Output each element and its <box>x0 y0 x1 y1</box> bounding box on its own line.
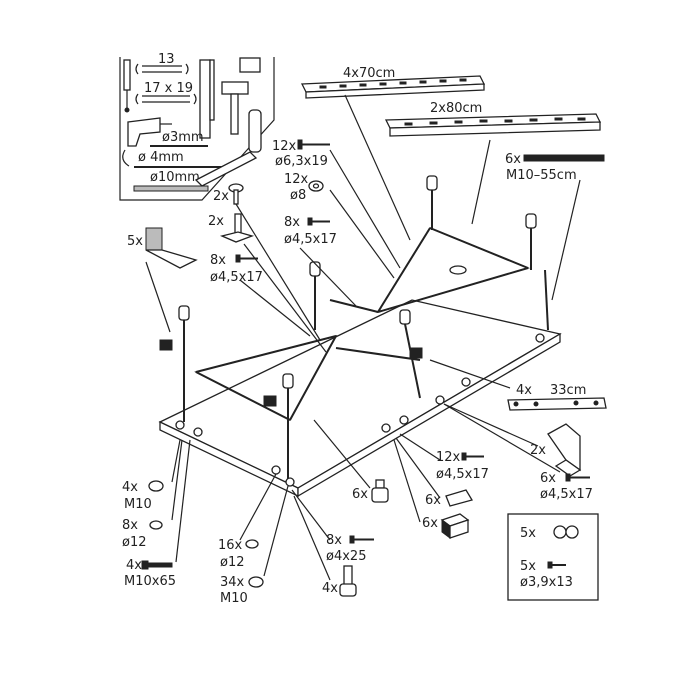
screw-45d-icon <box>565 473 590 482</box>
screwdriver-icon <box>123 59 131 113</box>
screw-45b-count-label: 8x <box>210 253 226 268</box>
tools-panel: 13 17 x 19 ø3mm ø 4mm ø10mm <box>119 52 275 201</box>
leg-count-label: 4x <box>322 581 338 596</box>
cap-screw-box: 5x 5x ø3,9x13 <box>507 513 599 601</box>
pad-part <box>228 183 244 205</box>
wrench-13-icon <box>135 63 189 75</box>
washer12-icon <box>149 520 163 530</box>
pin-part <box>219 213 255 243</box>
wrench-17-icon <box>135 93 197 105</box>
frame-bolts <box>175 333 545 487</box>
bracket-part <box>145 227 198 269</box>
screw-425-size-label: ø4x25 <box>326 549 366 564</box>
bolt-size-label: M10x65 <box>124 574 176 589</box>
ruler-icon <box>199 59 215 139</box>
angle-bracket-part <box>547 423 582 477</box>
strip-33-size-label: 33cm <box>550 383 586 398</box>
drill-10mm-label: ø10mm <box>150 170 200 185</box>
screw-45a-icon <box>307 217 330 226</box>
drill-3mm-label: ø3mm <box>162 130 204 145</box>
drill-4mm-label: ø 4mm <box>138 150 184 165</box>
cap-count-label: 5x <box>520 526 536 541</box>
screw-425-icon <box>349 535 374 544</box>
washer12b-count-label: 16x <box>218 538 243 553</box>
bolt-icon <box>141 560 173 570</box>
nut34-count-label: 34x <box>220 575 245 590</box>
clip-part <box>445 489 473 507</box>
rail-70-label: 4x70cm <box>343 66 395 81</box>
level-icon <box>239 57 262 153</box>
washer-8-count-label: 12x <box>284 172 309 187</box>
block-count-label: 6x <box>422 516 438 531</box>
base-frame <box>158 299 562 498</box>
foot-count-label: 6x <box>352 487 368 502</box>
screw-63-count-label: 12x <box>272 139 297 154</box>
threaded-rod-part <box>523 154 605 162</box>
screw-63-icon <box>297 139 330 150</box>
strip-33-count-label: 4x <box>516 383 532 398</box>
rail-70-part <box>300 75 486 99</box>
nut-icon <box>148 480 164 492</box>
pad-count-label: 2x <box>213 189 229 204</box>
screw-45d-size-label: ø4,5x17 <box>540 487 593 502</box>
chisel-icon <box>194 151 258 187</box>
block-part <box>440 513 470 539</box>
strip-33-part <box>507 397 607 411</box>
angle-count-label: 2x <box>530 443 546 458</box>
rail-80-part <box>384 113 602 137</box>
screw-425-count-label: 8x <box>326 533 342 548</box>
washer12-size-label: ø12 <box>122 535 147 550</box>
screw-45c-icon <box>461 452 484 461</box>
leader-lines <box>145 94 581 581</box>
nut-size-label: M10 <box>124 497 152 512</box>
screw-45d-count-label: 6x <box>540 471 556 486</box>
washer12b-icon <box>245 539 259 549</box>
cross-rail <box>329 299 379 313</box>
hammer-icon <box>221 81 249 135</box>
drill-icon <box>122 117 172 167</box>
wrench-13-label: 13 <box>158 52 175 67</box>
cap-icon <box>553 525 567 539</box>
screw-63-size-label: ø6,3x19 <box>275 154 328 169</box>
screw-45b-size-label: ø4,5x17 <box>210 270 263 285</box>
drill-bit-10mm <box>133 185 209 192</box>
screw-39-size-label: ø3,9x13 <box>520 575 573 590</box>
screw-39-icon <box>547 561 566 569</box>
nut34-icon <box>248 576 264 588</box>
nut34-size-label: M10 <box>220 591 248 606</box>
washer-8-size-label: ø8 <box>290 188 306 203</box>
washer12b-size-label: ø12 <box>220 555 245 570</box>
nut-count-label: 4x <box>122 480 138 495</box>
screw-45a-count-label: 8x <box>284 215 300 230</box>
rod-size-label: M10–55cm <box>506 168 577 183</box>
screw-45c-size-label: ø4,5x17 <box>436 467 489 482</box>
washer12-count-label: 8x <box>122 518 138 533</box>
screw-39-count-label: 5x <box>520 559 536 574</box>
bolt-count-label: 4x <box>126 558 142 573</box>
screw-45c-count-label: 12x <box>436 450 461 465</box>
screw-45a-size-label: ø4,5x17 <box>284 232 337 247</box>
leg-part <box>339 565 357 597</box>
pin-count-label: 2x <box>208 214 224 229</box>
triangle-frame-rear <box>376 227 530 314</box>
rail-80-label: 2x80cm <box>430 101 482 116</box>
clip-count-label: 6x <box>425 493 441 508</box>
foot-part <box>371 479 389 503</box>
bracket-count-label: 5x <box>127 234 143 249</box>
wrench-17-19-label: 17 x 19 <box>144 81 193 96</box>
triangle-frame-front <box>194 334 338 421</box>
rod-count-label: 6x <box>505 152 521 167</box>
